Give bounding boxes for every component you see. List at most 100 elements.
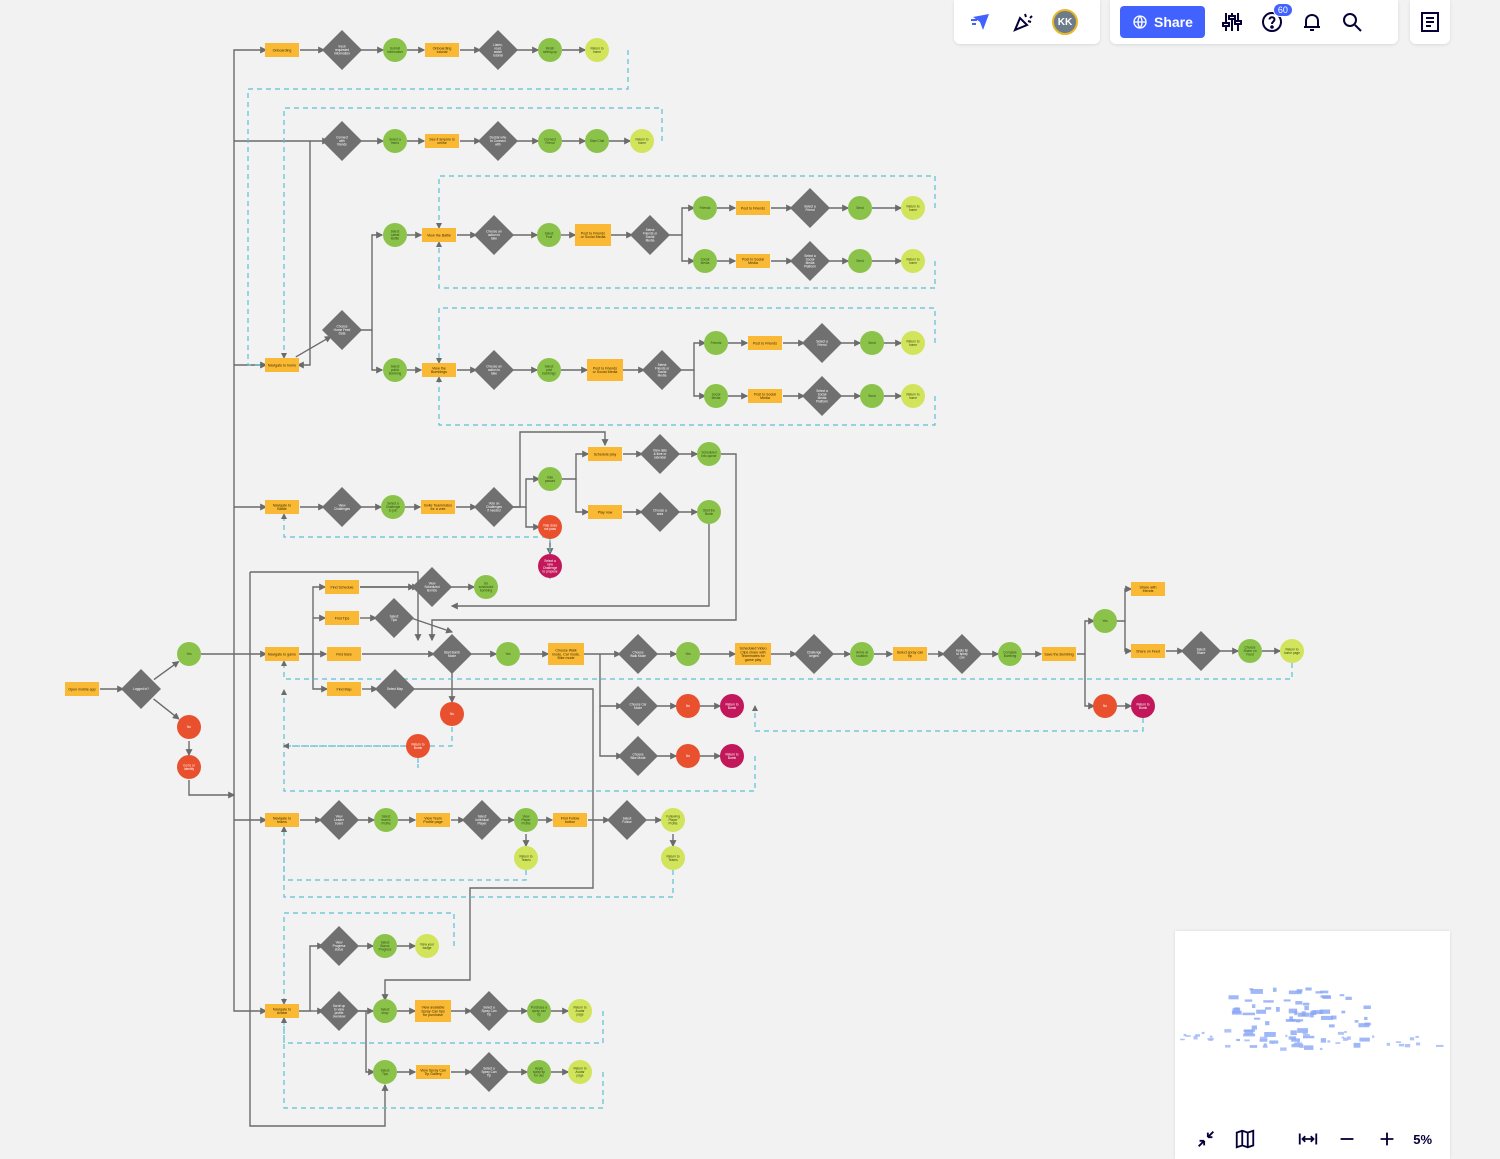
process-box-onb[interactable]: Onboarding: [265, 43, 299, 57]
process-box-nav-home[interactable]: Navigate to home: [265, 358, 299, 372]
minimap-panel[interactable]: 5%: [1175, 931, 1450, 1159]
fit-width-icon[interactable]: [1295, 1126, 1320, 1152]
no-circle-bike-n[interactable]: No: [676, 744, 700, 768]
process-box-view-battle[interactable]: View the Battle: [422, 228, 456, 242]
zoom-level[interactable]: 5%: [1413, 1131, 1433, 1147]
no-circle-no2[interactable]: No: [440, 702, 464, 726]
process-box-nav-game[interactable]: Navigate to game: [265, 647, 299, 661]
user-avatar[interactable]: KK: [1052, 9, 1078, 35]
decision-diamond-sel-map[interactable]: Select Map: [375, 669, 415, 709]
process-box-save-bomb[interactable]: Save the Bombing: [1042, 647, 1076, 661]
action-circle-yes1[interactable]: Yes: [177, 642, 201, 666]
process-box-bat-rf[interactable]: Post to Friends: [736, 201, 770, 215]
process-box-bomb-rf[interactable]: Post to Friends: [748, 336, 782, 350]
process-box-start[interactable]: Open mobile app: [65, 682, 99, 696]
action-circle-bat-ss[interactable]: Send: [848, 249, 872, 273]
collapse-icon[interactable]: [1193, 1126, 1218, 1152]
action-circle-walk-y[interactable]: Yes: [676, 642, 700, 666]
action-circle-bomb-ss[interactable]: Send: [860, 384, 884, 408]
cursor-arrow-icon[interactable]: [968, 9, 994, 35]
action-circle-bomb-gf[interactable]: Friends: [704, 331, 728, 355]
zoom-in-icon[interactable]: [1374, 1126, 1399, 1152]
minimap-preview[interactable]: [1175, 931, 1450, 1119]
map-icon[interactable]: [1232, 1126, 1257, 1152]
no-circle-car-n[interactable]: No: [676, 694, 700, 718]
process-box-find-bars[interactable]: Find Bars: [327, 647, 361, 661]
settings-sliders-icon[interactable]: [1219, 9, 1245, 35]
action-circle-bat-gf[interactable]: Friends: [693, 196, 717, 220]
search-icon[interactable]: [1339, 9, 1365, 35]
notes-icon[interactable]: [1417, 9, 1443, 35]
decision-diamond-logged[interactable]: Logged in?: [121, 669, 161, 709]
share-button[interactable]: Share: [1120, 6, 1205, 38]
process-box-find-sched[interactable]: Find Schedule: [325, 580, 359, 594]
bell-icon[interactable]: [1299, 9, 1325, 35]
process-box-share-feed[interactable]: Share on Feed: [1131, 644, 1165, 658]
